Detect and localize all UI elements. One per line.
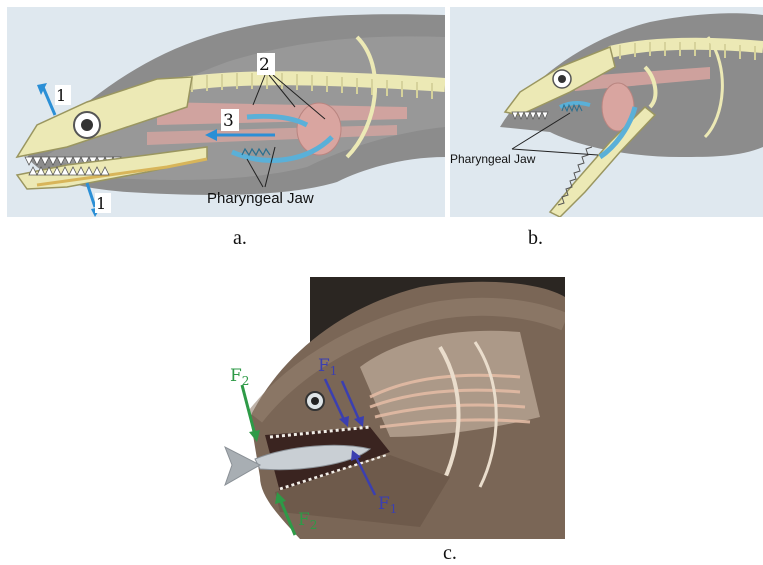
panel-b-illustration: Pharyngeal Jaw: [450, 7, 763, 217]
label-2: 2: [259, 55, 270, 75]
panel-c-moray-eel-illustration: F1 F2 F1 F2: [220, 277, 565, 539]
label-pharyngeal-jaw-a: Pharyngeal Jaw: [207, 190, 314, 207]
panel-a-eel-jaw-diagram: 1 1 2 3 Pharyngeal Jaw: [7, 7, 445, 217]
caption-a: a.: [233, 227, 247, 250]
panel-a-illustration: 1 1 2 3 Pharyngeal Jaw: [7, 7, 445, 217]
caption-c: c.: [443, 542, 457, 565]
caption-b: b.: [528, 227, 543, 250]
label-1-top: 1: [56, 86, 66, 105]
label-3: 3: [223, 111, 234, 131]
panel-c-illustration: F1 F2 F1 F2: [220, 277, 565, 539]
label-pharyngeal-jaw-b: Pharyngeal Jaw: [450, 152, 536, 166]
label-1-bottom: 1: [96, 194, 106, 213]
arrow-1-top: [37, 83, 55, 115]
panel-b-eel-jaw-diagram: Pharyngeal Jaw: [450, 7, 763, 217]
